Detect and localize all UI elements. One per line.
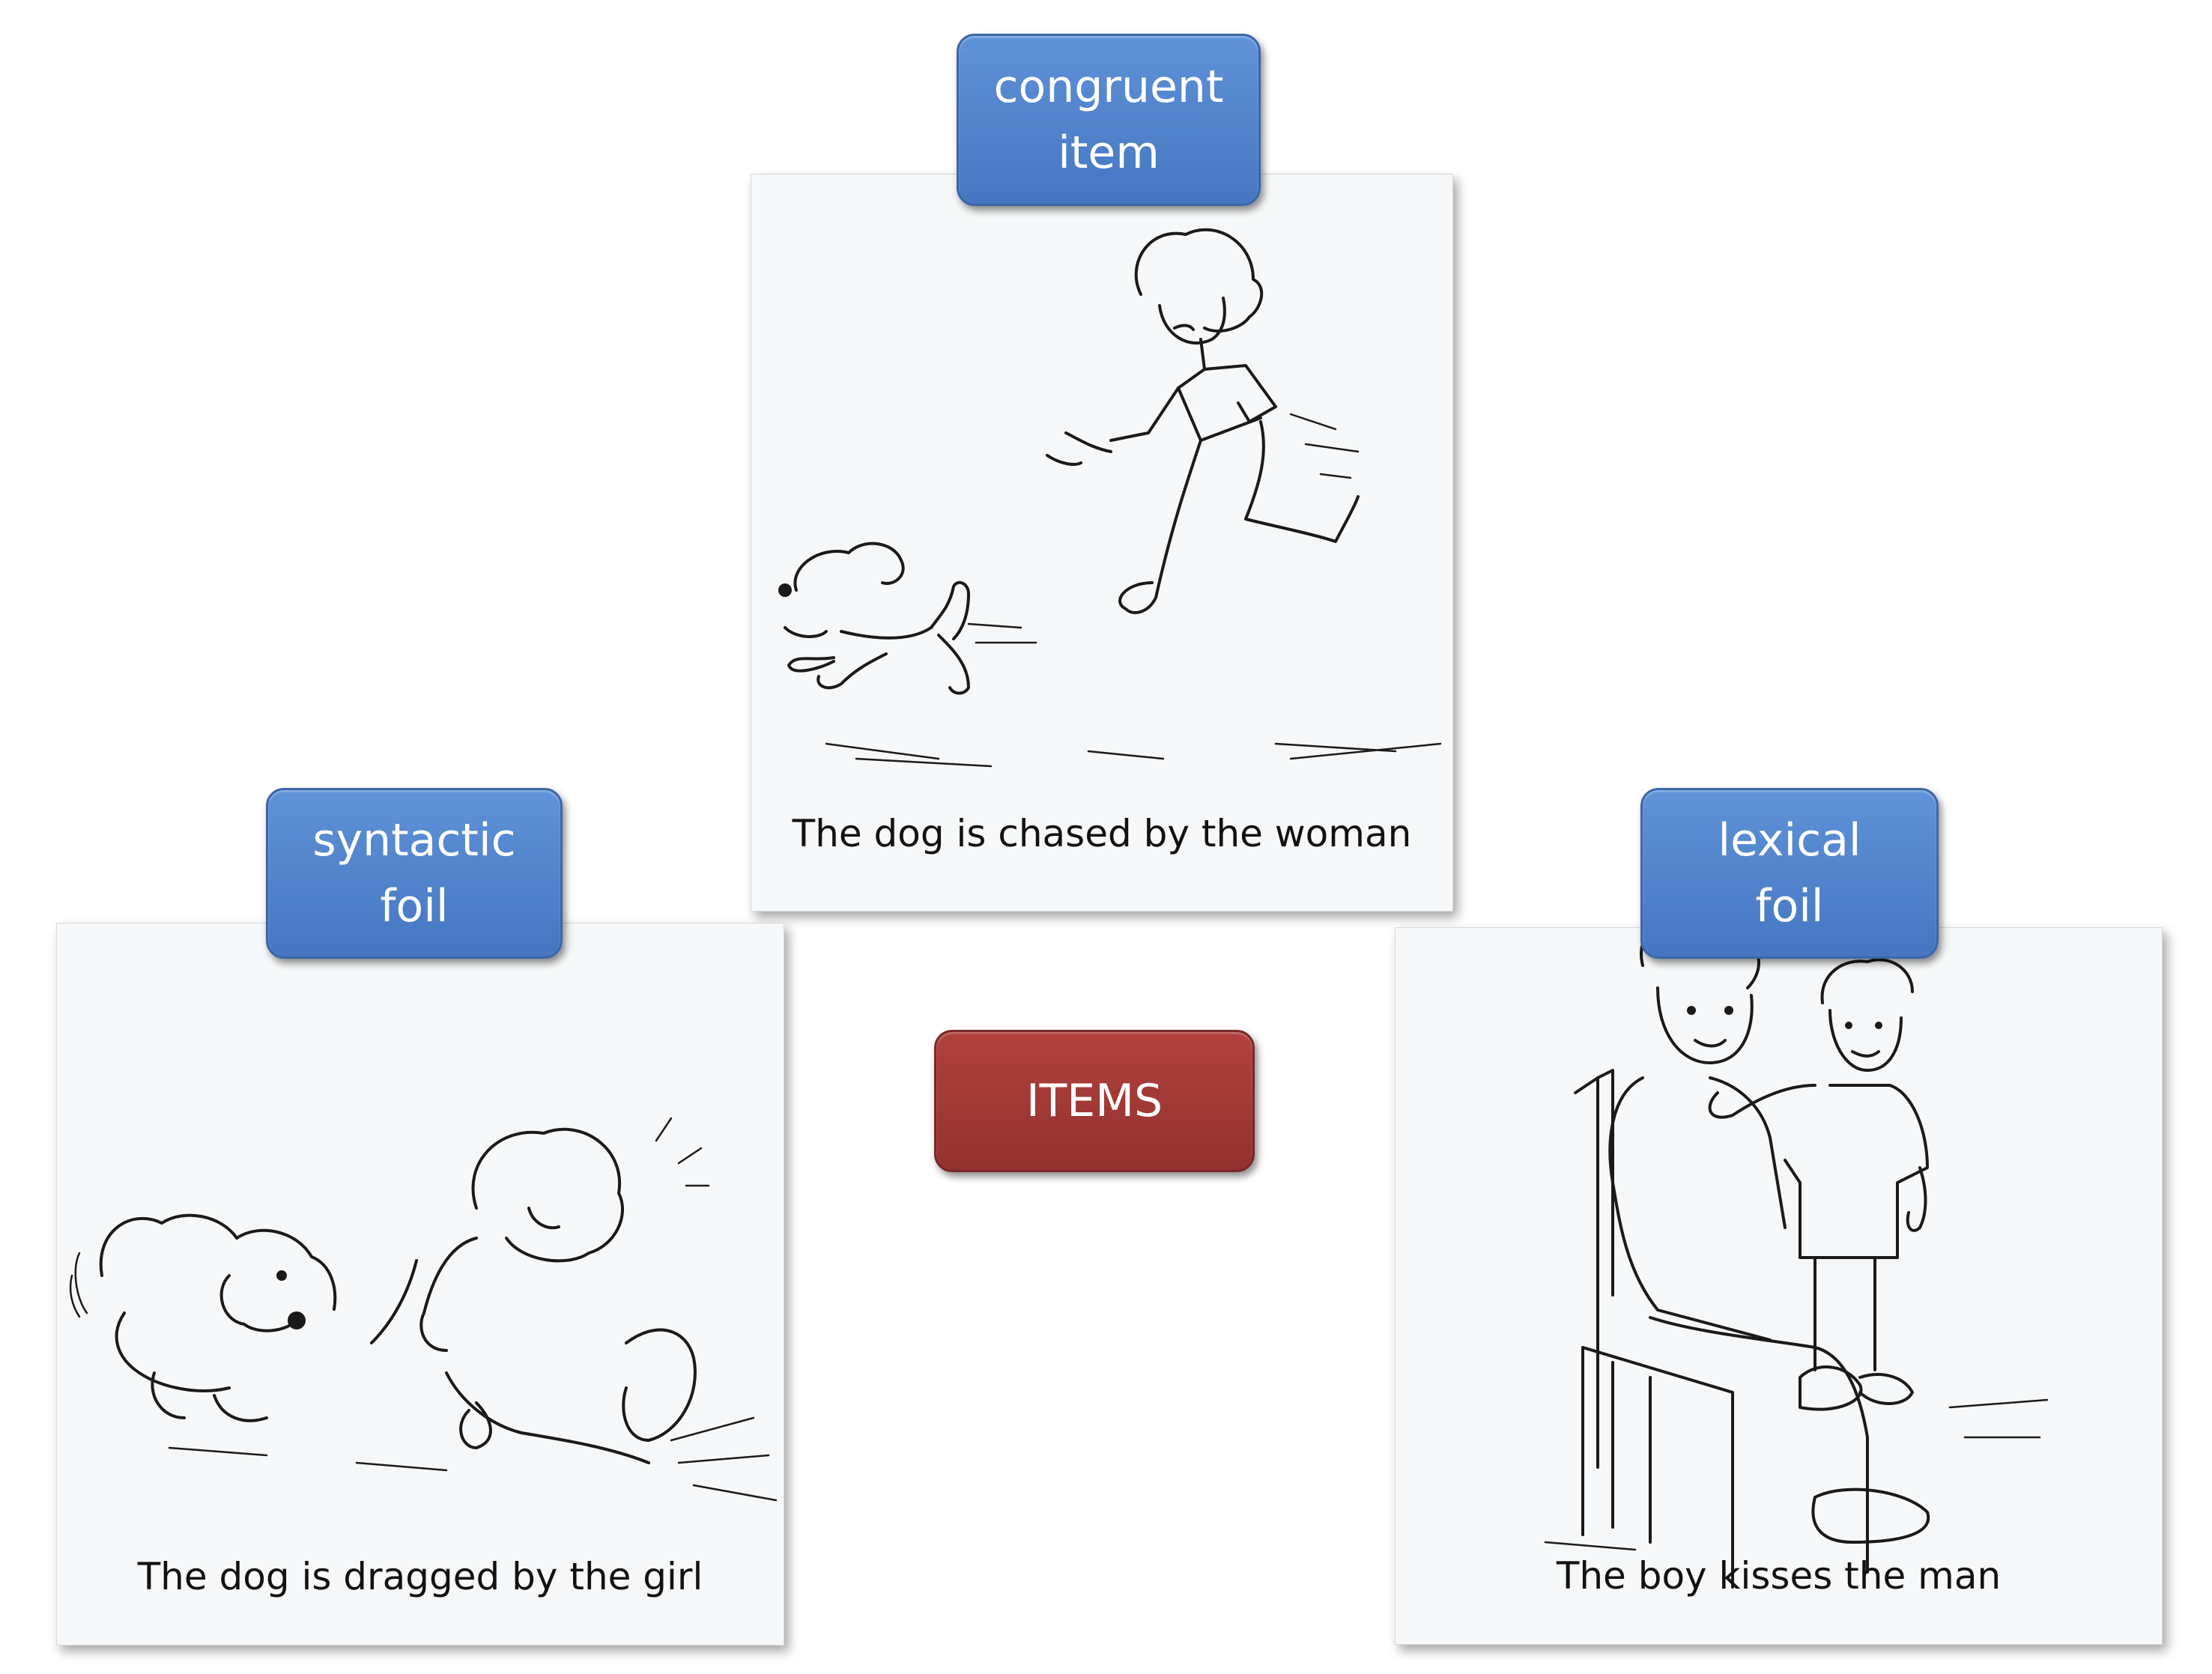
items-center-label: ITEMS [934, 1030, 1255, 1172]
syntactic-foil-caption: The dog is dragged by the girl [137, 1555, 703, 1598]
syntactic-foil-tag-line1: syntactic [312, 814, 516, 867]
syntactic-foil-card: The dog is dragged by the girl [56, 923, 784, 1646]
boy-kissing-man-illustration [1544, 928, 2049, 1589]
syntactic-foil-tag: syntactic foil [266, 788, 563, 959]
lexical-foil-caption: The boy kisses the man [1556, 1554, 2002, 1598]
congruent-item-caption: The dog is chased by the woman [792, 812, 1412, 855]
congruent-item-tag-line1: congruent [993, 61, 1224, 113]
dog-dragging-girl-illustration [69, 1117, 778, 1502]
lexical-foil-tag: lexical foil [1640, 788, 1939, 959]
lexical-foil-card: The boy kisses the man [1395, 927, 2163, 1645]
syntactic-foil-tag-line2: foil [380, 880, 449, 932]
congruent-item-tag-line2: item [1058, 127, 1160, 179]
woman-chasing-dog-illustration [778, 228, 1442, 768]
congruent-item-tag: congruent item [957, 34, 1261, 206]
lexical-foil-tag-line1: lexical [1718, 814, 1861, 867]
congruent-item-card: The dog is chased by the woman [751, 174, 1453, 912]
lexical-foil-tag-line2: foil [1755, 880, 1824, 932]
